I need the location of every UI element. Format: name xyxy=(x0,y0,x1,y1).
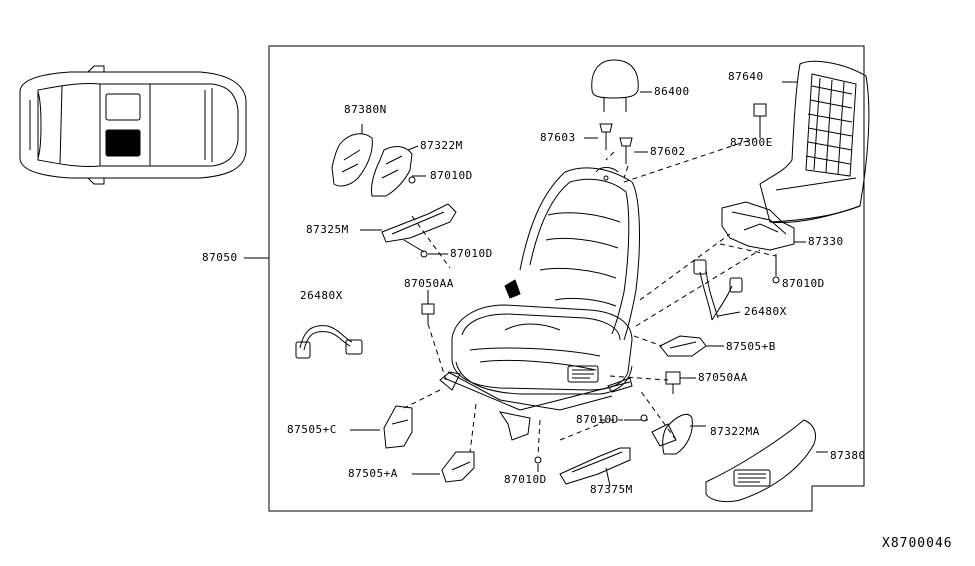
harness-26480X-left xyxy=(295,325,363,359)
bracket-87322M xyxy=(371,145,426,197)
part-label-87602: 87602 xyxy=(650,145,686,158)
part-label-87640: 87640 xyxy=(728,70,764,83)
part-label-87505A: 87505+A xyxy=(348,467,398,480)
part-label-87010D-b: 87010D xyxy=(450,247,493,260)
cover-87375M xyxy=(559,447,631,487)
figure-code: X8700046 xyxy=(882,536,953,551)
part-label-87375M: 87375M xyxy=(590,483,633,496)
bolt-87050AA-top xyxy=(421,290,435,324)
seat-assembly-drawing xyxy=(439,167,640,441)
part-label-87050AA-top: 87050AA xyxy=(404,277,454,290)
clip-87300E xyxy=(753,103,767,138)
part-label-87010D-d: 87010D xyxy=(576,413,619,426)
part-label-86400: 86400 xyxy=(654,85,690,98)
part-label-87322MA: 87322MA xyxy=(710,425,760,438)
part-label-87325M: 87325M xyxy=(306,223,349,236)
harness-26480X-right xyxy=(693,259,743,321)
part-label-87380N: 87380N xyxy=(344,103,387,116)
seat-back-board-87640 xyxy=(759,60,870,223)
cover-87325M xyxy=(360,203,457,258)
part-label-87010D-c: 87010D xyxy=(782,277,825,290)
trim-87380 xyxy=(705,419,828,503)
cover-87505A xyxy=(412,451,475,483)
cover-87505B xyxy=(659,335,724,357)
part-label-87505C: 87505+C xyxy=(287,423,337,436)
part-label-87505B: 87505+B xyxy=(726,340,776,353)
bolt-87050AA-bottom xyxy=(665,371,696,394)
vehicle-location-thumbnail xyxy=(19,65,247,185)
part-label-26480X-left: 26480X xyxy=(300,289,343,302)
part-label-87322M: 87322M xyxy=(420,139,463,152)
assembly-guide-lines xyxy=(403,137,777,457)
headrest-86400 xyxy=(591,59,652,112)
part-label-26480X-right: 26480X xyxy=(744,305,787,318)
assembly-frame xyxy=(268,45,865,512)
trim-87380N xyxy=(331,124,373,187)
bolts-87603-87602 xyxy=(584,123,648,164)
clip-87010D-e xyxy=(534,456,542,472)
cover-87330 xyxy=(721,201,806,284)
part-label-87010D-e: 87010D xyxy=(504,473,547,486)
bracket-87322MA xyxy=(651,413,706,455)
assembly-label-87050: 87050 xyxy=(202,251,238,264)
part-label-87010D-a: 87010D xyxy=(430,169,473,182)
part-label-87380: 87380 xyxy=(830,449,866,462)
part-label-87050AA-bottom: 87050AA xyxy=(698,371,748,384)
cover-87505C xyxy=(350,405,413,449)
part-label-87300E: 87300E xyxy=(730,136,773,149)
part-label-87330: 87330 xyxy=(808,235,844,248)
part-label-87603: 87603 xyxy=(540,131,576,144)
